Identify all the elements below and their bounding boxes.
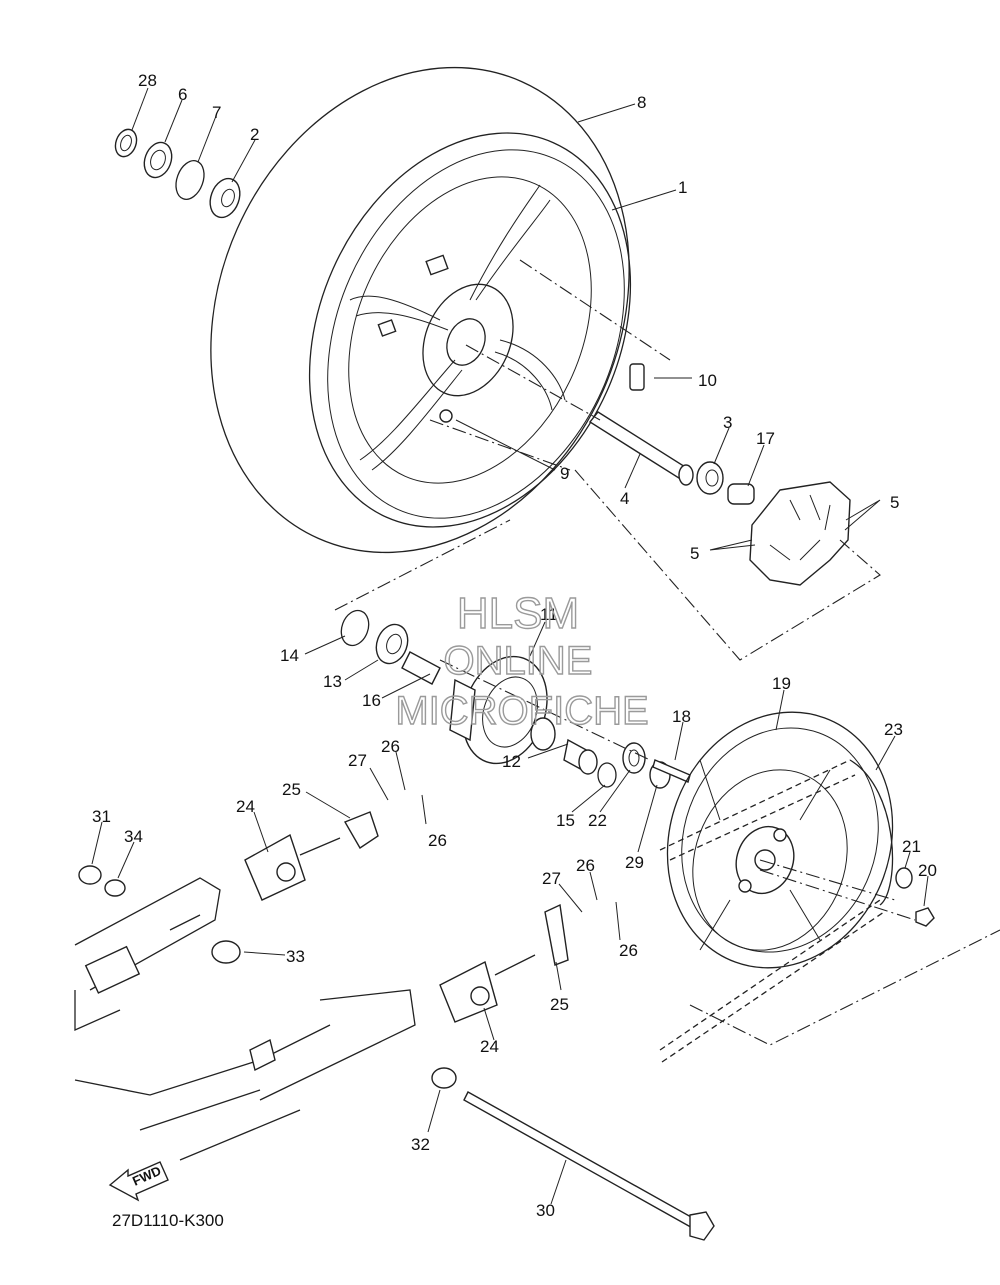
damper-5 bbox=[749, 481, 851, 586]
callout-17: 17 bbox=[756, 429, 775, 448]
watermark-line-1: HLSM bbox=[457, 589, 579, 638]
oil-seal-22 bbox=[622, 742, 646, 774]
reference-box-upper bbox=[334, 259, 881, 661]
bearing-12 bbox=[563, 738, 598, 775]
callout-34: 34 bbox=[124, 827, 143, 846]
callout-24b: 24 bbox=[480, 1037, 499, 1056]
watermark-line-2: ONLINE bbox=[444, 639, 593, 683]
clutch-hub-11 bbox=[449, 655, 556, 765]
callout-27b: 27 bbox=[542, 869, 561, 888]
drive-belt-23 bbox=[659, 759, 894, 1063]
callout-5a: 5 bbox=[890, 493, 899, 512]
callout-27a: 27 bbox=[348, 751, 367, 770]
callout-20: 20 bbox=[918, 861, 937, 880]
callout-32: 32 bbox=[411, 1135, 430, 1154]
callout-8: 8 bbox=[637, 93, 646, 112]
callout-22: 22 bbox=[588, 811, 607, 830]
callout-numbers: 28 6 7 2 8 1 10 9 3 17 4 5 5 14 13 16 11… bbox=[92, 71, 937, 1220]
circlip-15 bbox=[597, 762, 617, 788]
valve-stem-10 bbox=[629, 363, 645, 391]
callout-25a: 25 bbox=[282, 780, 301, 799]
callout-33: 33 bbox=[286, 947, 305, 966]
callout-10: 10 bbox=[698, 371, 717, 390]
callout-7: 7 bbox=[212, 103, 221, 122]
collar-17 bbox=[727, 483, 755, 505]
collar-16 bbox=[401, 651, 441, 685]
washer-32 bbox=[431, 1067, 457, 1089]
stud-bolt-18 bbox=[652, 759, 691, 783]
adjuster-plate-25a bbox=[343, 811, 379, 849]
reference-box-lower bbox=[439, 659, 1000, 1046]
callout-19: 19 bbox=[772, 674, 791, 693]
callout-26b: 26 bbox=[428, 831, 447, 850]
callout-14: 14 bbox=[280, 646, 299, 665]
leader-lines bbox=[91, 87, 929, 1205]
callout-28: 28 bbox=[138, 71, 157, 90]
callout-16: 16 bbox=[362, 691, 381, 710]
callout-2: 2 bbox=[250, 125, 259, 144]
adjuster-plate-25b bbox=[544, 903, 569, 966]
callout-1: 1 bbox=[678, 178, 687, 197]
callout-29: 29 bbox=[625, 853, 644, 872]
nut-20 bbox=[915, 907, 935, 927]
sprocket-19 bbox=[666, 711, 894, 969]
bearing-3 bbox=[696, 461, 724, 495]
nut-31 bbox=[78, 865, 102, 885]
callout-6: 6 bbox=[178, 85, 187, 104]
callout-26c: 26 bbox=[576, 856, 595, 875]
circlip-7 bbox=[175, 160, 205, 200]
oil-seal-28 bbox=[114, 128, 138, 158]
callout-25b: 25 bbox=[550, 995, 569, 1014]
callout-26a: 26 bbox=[381, 737, 400, 756]
callout-9: 9 bbox=[560, 464, 569, 483]
callout-12: 12 bbox=[502, 752, 521, 771]
callout-31: 31 bbox=[92, 807, 111, 826]
callout-13: 13 bbox=[323, 672, 342, 691]
callout-26d: 26 bbox=[619, 941, 638, 960]
callout-18: 18 bbox=[672, 707, 691, 726]
drawing-code: 27D1110-K300 bbox=[112, 1211, 224, 1230]
callout-4: 4 bbox=[620, 489, 629, 508]
washer-21 bbox=[895, 867, 913, 889]
callout-5b: 5 bbox=[690, 544, 699, 563]
oil-seal-6 bbox=[143, 141, 173, 179]
callout-30: 30 bbox=[536, 1201, 555, 1220]
bearing-2 bbox=[209, 177, 241, 219]
rear-tire bbox=[210, 66, 632, 554]
callout-15: 15 bbox=[556, 811, 575, 830]
adjuster-block-24b bbox=[439, 954, 536, 1023]
rear-axle-30 bbox=[463, 1091, 715, 1241]
circlip-14 bbox=[340, 609, 370, 647]
watermark-line-3: MICROFICHE bbox=[395, 689, 648, 733]
rear-wheel-rim bbox=[348, 176, 592, 484]
callout-11: 11 bbox=[540, 605, 558, 624]
axle-centerline bbox=[465, 344, 601, 421]
swingarm-right bbox=[74, 989, 416, 1161]
fwd-arrow-icon: FWD bbox=[108, 1161, 169, 1202]
watermark: HLSM ONLINE MICROFICHE bbox=[395, 588, 650, 733]
callout-24a: 24 bbox=[236, 797, 255, 816]
callout-3: 3 bbox=[723, 413, 732, 432]
collar-4 bbox=[588, 411, 694, 486]
callout-23: 23 bbox=[884, 720, 903, 739]
adjuster-block-24a bbox=[244, 833, 341, 901]
bearing-13 bbox=[375, 623, 409, 665]
washer-34 bbox=[104, 879, 126, 897]
swingarm-left bbox=[74, 877, 221, 1032]
callout-21: 21 bbox=[902, 837, 921, 856]
washer-33 bbox=[211, 940, 241, 964]
